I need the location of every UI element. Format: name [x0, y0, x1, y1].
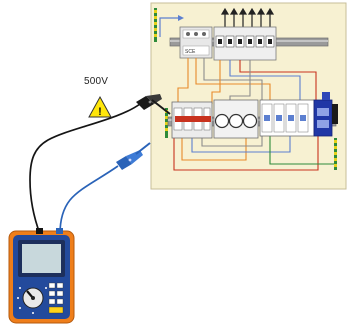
tester-buttons — [48, 282, 64, 314]
test-voltage-label: 500V — [84, 76, 109, 87]
lower-device-row — [171, 92, 338, 139]
upper-breaker-row — [213, 26, 277, 61]
blue-test-lead — [59, 165, 119, 235]
blue-crocodile-clip — [116, 142, 151, 170]
panel-wiring — [173, 58, 334, 171]
earth-terminal-strip-right — [334, 138, 337, 170]
incoming-earth-wire — [159, 17, 178, 37]
device-label: SCE — [185, 49, 196, 55]
black-test-lead — [29, 103, 141, 235]
test-leads — [29, 103, 141, 235]
blue-lead-socket — [56, 228, 63, 234]
black-lead-socket — [36, 228, 43, 234]
insulation-tester — [8, 228, 75, 324]
warning-triangle-icon: ! — [88, 95, 112, 118]
warning-symbol: ! — [98, 106, 102, 118]
earth-terminal-strip-top — [154, 8, 157, 42]
black-crocodile-clip — [136, 94, 171, 115]
distribution-panel: SCE — [150, 2, 347, 190]
main-switch-device: SCE — [179, 26, 213, 59]
